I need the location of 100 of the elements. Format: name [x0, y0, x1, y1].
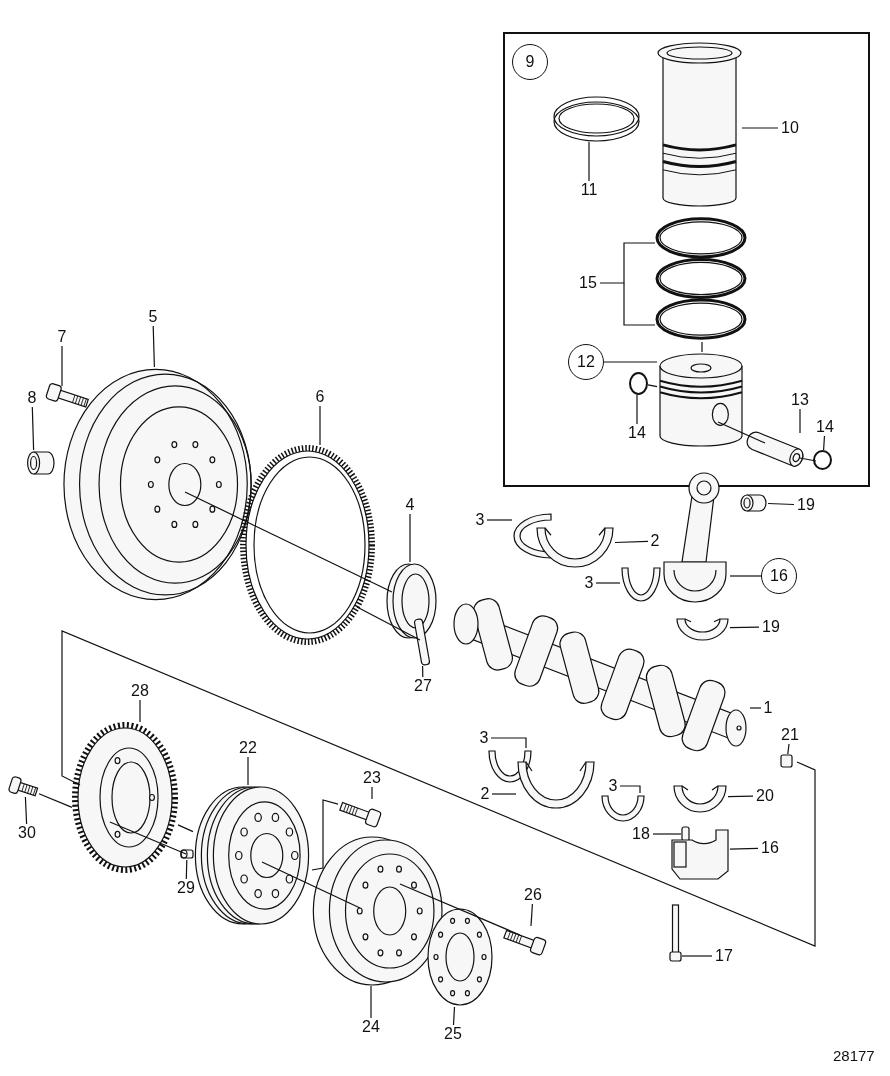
bearing-shell-drawing: [675, 615, 730, 642]
bolt-drawing: [338, 799, 381, 827]
bushing-drawing: [24, 450, 56, 476]
bolt-drawing: [46, 386, 90, 408]
thrust-washer-drawing: [600, 793, 646, 823]
callout-number: 1: [761, 699, 775, 717]
leader-line: [727, 795, 754, 798]
pulley-drawing: [193, 785, 312, 926]
callout-number: 2: [648, 532, 662, 550]
circled-callout-number: 12: [568, 344, 604, 380]
pin-drawing: [780, 754, 793, 768]
leader-line: [31, 406, 35, 451]
leader-line: [647, 384, 658, 388]
leader-line: [599, 242, 656, 284]
callout-number: 29: [174, 879, 198, 897]
callout-number: 13: [788, 391, 812, 409]
leader-line: [799, 457, 817, 462]
bearing-shell-drawing: [516, 758, 596, 810]
leader-line: [61, 345, 63, 387]
callout-number: 3: [606, 777, 620, 795]
drawing-number: 28177: [833, 1047, 875, 1064]
callout-number: 14: [625, 424, 649, 442]
leader-line: [530, 903, 533, 927]
callout-number: 2: [478, 785, 492, 803]
vibration-damper-drawing: [312, 836, 446, 986]
thrust-washer-drawing: [512, 512, 554, 560]
leader-line: [741, 127, 779, 129]
callout-number: 24: [359, 1018, 383, 1036]
ring-gear-drawing: [240, 445, 375, 645]
leader-line: [619, 785, 641, 794]
leader-line: [729, 575, 762, 577]
dowel-pin-drawing: [415, 618, 429, 666]
callout-number: 30: [15, 824, 39, 842]
callout-number: 3: [473, 511, 487, 529]
leader-line: [767, 502, 795, 506]
leader-line: [38, 793, 73, 808]
callout-number: 19: [759, 618, 783, 636]
callout-number: 11: [577, 181, 601, 199]
leader-line: [177, 824, 194, 833]
leader-line: [452, 1006, 456, 1026]
leader-line: [729, 847, 759, 850]
leader-line: [311, 799, 339, 871]
leader-line: [490, 737, 527, 749]
leader-line: [184, 491, 393, 593]
circled-callout-number: 9: [512, 44, 548, 80]
leader-line: [185, 859, 188, 880]
callout-number: 27: [411, 677, 435, 695]
bolt-drawing: [9, 779, 39, 797]
leader-line: [701, 341, 703, 353]
bolt-drawing: [669, 904, 682, 962]
piston-rings-drawing: [655, 215, 747, 342]
leader-line: [261, 861, 361, 909]
leader-line: [247, 756, 249, 786]
leader-line: [787, 743, 790, 755]
leader-line: [595, 582, 621, 584]
crankshaft-drawing: [450, 600, 750, 750]
callout-number: 15: [576, 274, 600, 292]
leader-line: [636, 394, 638, 425]
leader-line: [409, 513, 411, 563]
callout-number: 25: [441, 1025, 465, 1043]
callout-number: 19: [794, 496, 818, 514]
leader-line: [319, 405, 321, 446]
cylinder-liner-drawing: [657, 42, 742, 208]
seal-drawing: [385, 562, 440, 640]
callout-number: 5: [146, 308, 160, 326]
leader-line: [652, 833, 682, 835]
leader-line: [370, 985, 372, 1019]
bearing-cap-drawing: [670, 828, 730, 881]
callout-number: 10: [778, 119, 802, 137]
group-frame: [503, 32, 870, 487]
dowel-pin-drawing: [180, 848, 194, 860]
bushing-drawing: [738, 493, 768, 513]
leader-line: [603, 361, 658, 363]
leader-line: [729, 626, 760, 629]
leader-line: [588, 141, 590, 182]
callout-number: 18: [629, 825, 653, 843]
thrust-washer-drawing: [620, 565, 662, 603]
callout-number: 28: [128, 682, 152, 700]
callout-number: 3: [582, 574, 596, 592]
circlip-drawing: [813, 450, 832, 470]
leader-line: [152, 325, 155, 368]
callout-number: 6: [313, 388, 327, 406]
seal-ring-drawing: [553, 95, 640, 142]
callout-number: 8: [25, 389, 39, 407]
circlip-drawing: [629, 372, 648, 395]
callout-number: 4: [403, 496, 417, 514]
leader-line: [749, 707, 762, 709]
leader-line: [109, 821, 187, 855]
callout-number: 22: [236, 739, 260, 757]
leader-line: [799, 408, 801, 434]
piston-drawing: [657, 352, 745, 448]
callout-number: 17: [712, 947, 736, 965]
leader-line: [491, 793, 517, 795]
callout-number: 14: [813, 418, 837, 436]
leader-line: [486, 519, 513, 521]
leader-line: [139, 699, 141, 723]
callout-number: 26: [521, 886, 545, 904]
callout-number: 20: [753, 787, 777, 805]
leader-line: [24, 796, 28, 825]
callout-number: 7: [55, 328, 69, 346]
